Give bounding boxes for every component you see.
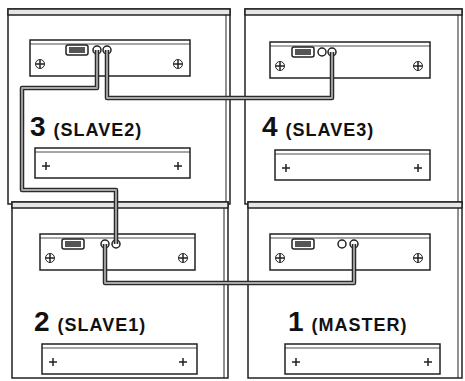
- device-panel: 3 (SLAVE2): [8, 9, 230, 204]
- cable-outline: [22, 50, 116, 244]
- device-panel: 2 (SLAVE1): [12, 202, 228, 378]
- panel-label: 3 (SLAVE2): [30, 111, 142, 143]
- cable: [22, 50, 116, 244]
- cable-core: [22, 50, 116, 244]
- panel-housing: [248, 202, 462, 378]
- cable-core: [107, 50, 332, 98]
- panel-housing: [12, 202, 228, 378]
- unit-number: 1: [288, 306, 304, 338]
- panel-label: 4 (SLAVE3): [262, 111, 374, 143]
- cable-outline: [105, 244, 354, 283]
- cable: [105, 244, 354, 283]
- cable-outline: [107, 50, 332, 98]
- unit-role: (SLAVE1): [58, 315, 147, 336]
- unit-role: (SLAVE2): [54, 120, 143, 141]
- cable-core: [105, 244, 354, 283]
- panel-housing: [8, 9, 230, 204]
- device-panel: 1 (MASTER): [248, 202, 462, 378]
- unit-role: (SLAVE3): [286, 120, 375, 141]
- panel-housing: [245, 9, 462, 204]
- unit-number: 4: [262, 111, 278, 143]
- cable: [107, 50, 332, 98]
- panel-label: 1 (MASTER): [288, 306, 408, 338]
- unit-role: (MASTER): [312, 315, 408, 336]
- device-panel: 4 (SLAVE3): [245, 9, 462, 204]
- unit-number: 3: [30, 111, 46, 143]
- panel-label: 2 (SLAVE1): [34, 306, 146, 338]
- unit-number: 2: [34, 306, 50, 338]
